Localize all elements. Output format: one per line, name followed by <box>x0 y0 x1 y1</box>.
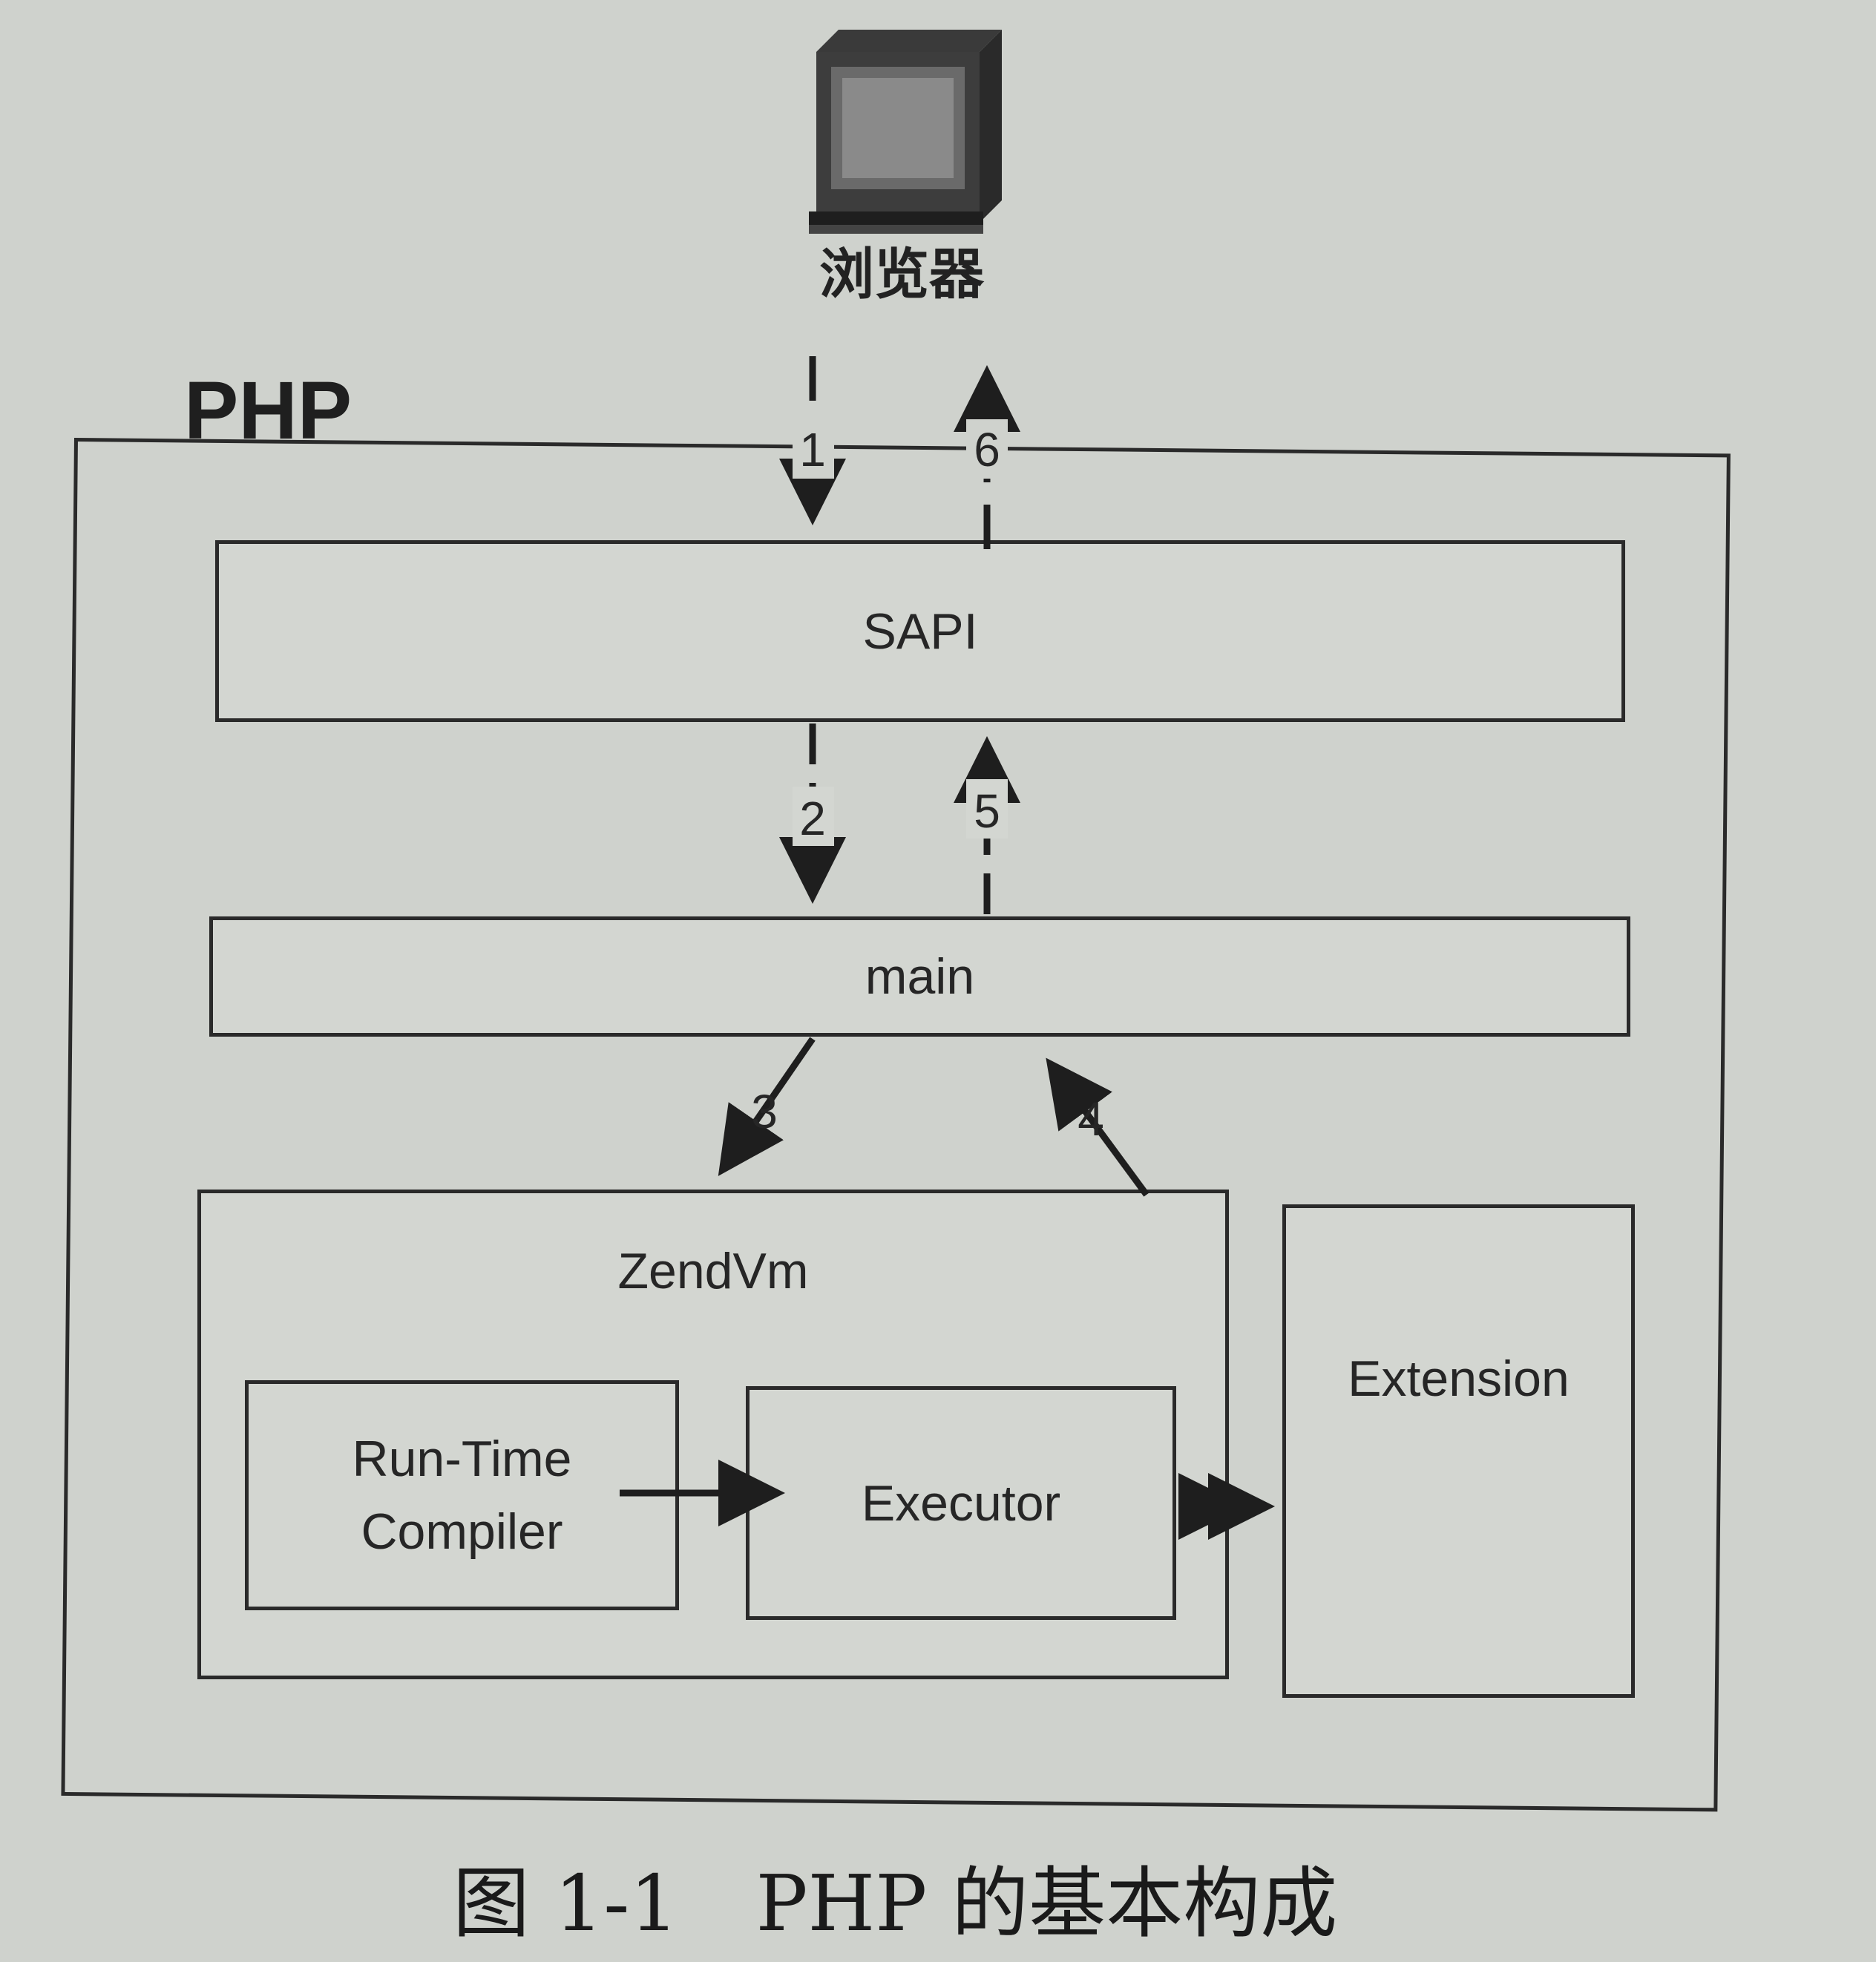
arrow-4 <box>1046 1057 1149 1197</box>
step-1: 1 <box>799 423 826 476</box>
runtime-compiler: Run-Time Compiler <box>245 1380 679 1610</box>
step-6: 6 <box>974 423 1000 476</box>
executor: Executor <box>746 1386 1176 1620</box>
main-layer: main <box>209 916 1630 1037</box>
compiler-label-line1: Run-Time <box>352 1431 572 1487</box>
step-4: 4 <box>1078 1092 1104 1146</box>
sapi-layer: SAPI <box>215 540 1625 722</box>
arrow-3 <box>718 1037 816 1176</box>
browser-label: 浏览器 <box>819 243 984 306</box>
compiler-label-line2: Compiler <box>361 1503 563 1560</box>
sapi-label: SAPI <box>862 603 978 660</box>
main-label: main <box>865 948 975 1005</box>
step-5: 5 <box>974 784 1000 838</box>
zendvm-label: ZendVm <box>617 1243 809 1299</box>
figure-caption: 图 1-1 PHP 的基本构成 <box>453 1858 1338 1949</box>
step-2: 2 <box>799 792 826 845</box>
php-container-title: PHP <box>184 365 352 456</box>
computer-monitor-icon <box>809 30 1002 234</box>
executor-label: Executor <box>861 1474 1061 1532</box>
step-3: 3 <box>751 1085 778 1138</box>
extension-label: Extension <box>1348 1351 1570 1407</box>
extension: Extension <box>1282 1204 1635 1698</box>
